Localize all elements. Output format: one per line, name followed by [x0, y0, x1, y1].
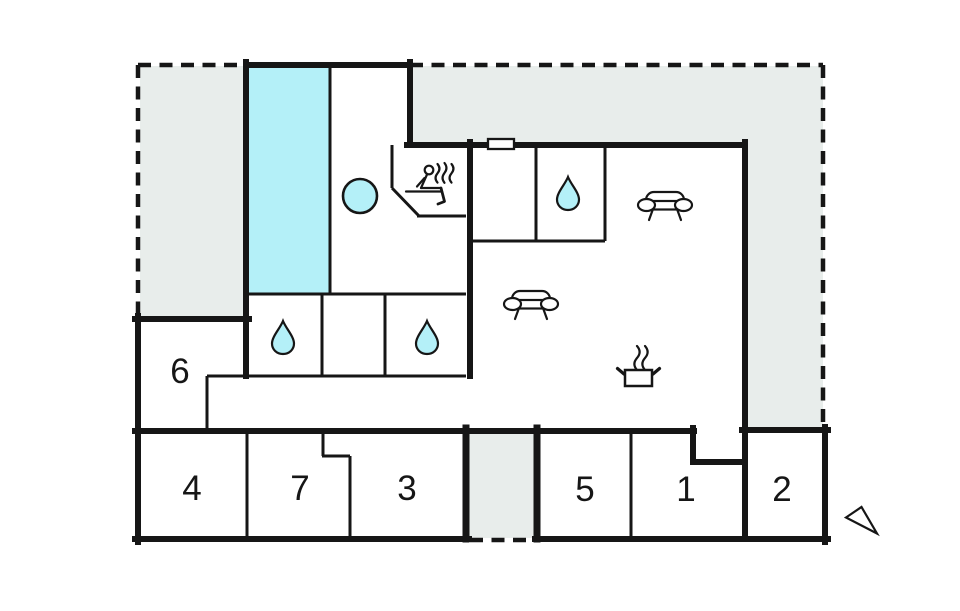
room-4-label: 4 [182, 469, 201, 508]
interior-walls [205, 63, 633, 539]
terrace-areas [140, 66, 823, 538]
room-6: 6 [170, 352, 189, 391]
door-opening-marker [486, 137, 516, 151]
room-2: 2 [772, 470, 791, 509]
room-1-label: 1 [676, 470, 695, 509]
room-7-label: 7 [290, 469, 309, 508]
wc-area [539, 148, 603, 239]
room-5-label: 5 [575, 470, 594, 509]
hot-tub-icon [341, 177, 379, 215]
hot-tub-room-area [333, 148, 465, 292]
sofa-icon-1 [636, 190, 694, 222]
room-3-label: 3 [397, 469, 416, 508]
outer-walls [132, 59, 831, 545]
terrace-west [140, 66, 246, 319]
rooms: 6 4 7 3 5 1 2 [170, 148, 791, 509]
entrance-hall-area [472, 148, 534, 239]
room-7: 7 [290, 469, 309, 508]
room-3: 3 [397, 469, 416, 508]
entrance-porch [469, 432, 537, 538]
room-6-label: 6 [170, 352, 189, 391]
room-2-label: 2 [772, 470, 791, 509]
bathroom-2-area [388, 297, 464, 374]
corridor-area [210, 379, 464, 428]
living-room-area [473, 249, 742, 427]
room-1: 1 [676, 470, 695, 509]
swimming-pool [247, 63, 330, 294]
plot-boundary [135, 62, 826, 543]
terrace-east [745, 66, 823, 430]
sauna-icon [404, 161, 455, 206]
cooking-pot-icon [615, 344, 662, 388]
room-4: 4 [182, 469, 201, 508]
room-5: 5 [575, 470, 594, 509]
wall-sauna-diagonal [390, 186, 421, 218]
direction-arrow-icon [843, 505, 880, 537]
bathroom-1-area [249, 297, 320, 374]
